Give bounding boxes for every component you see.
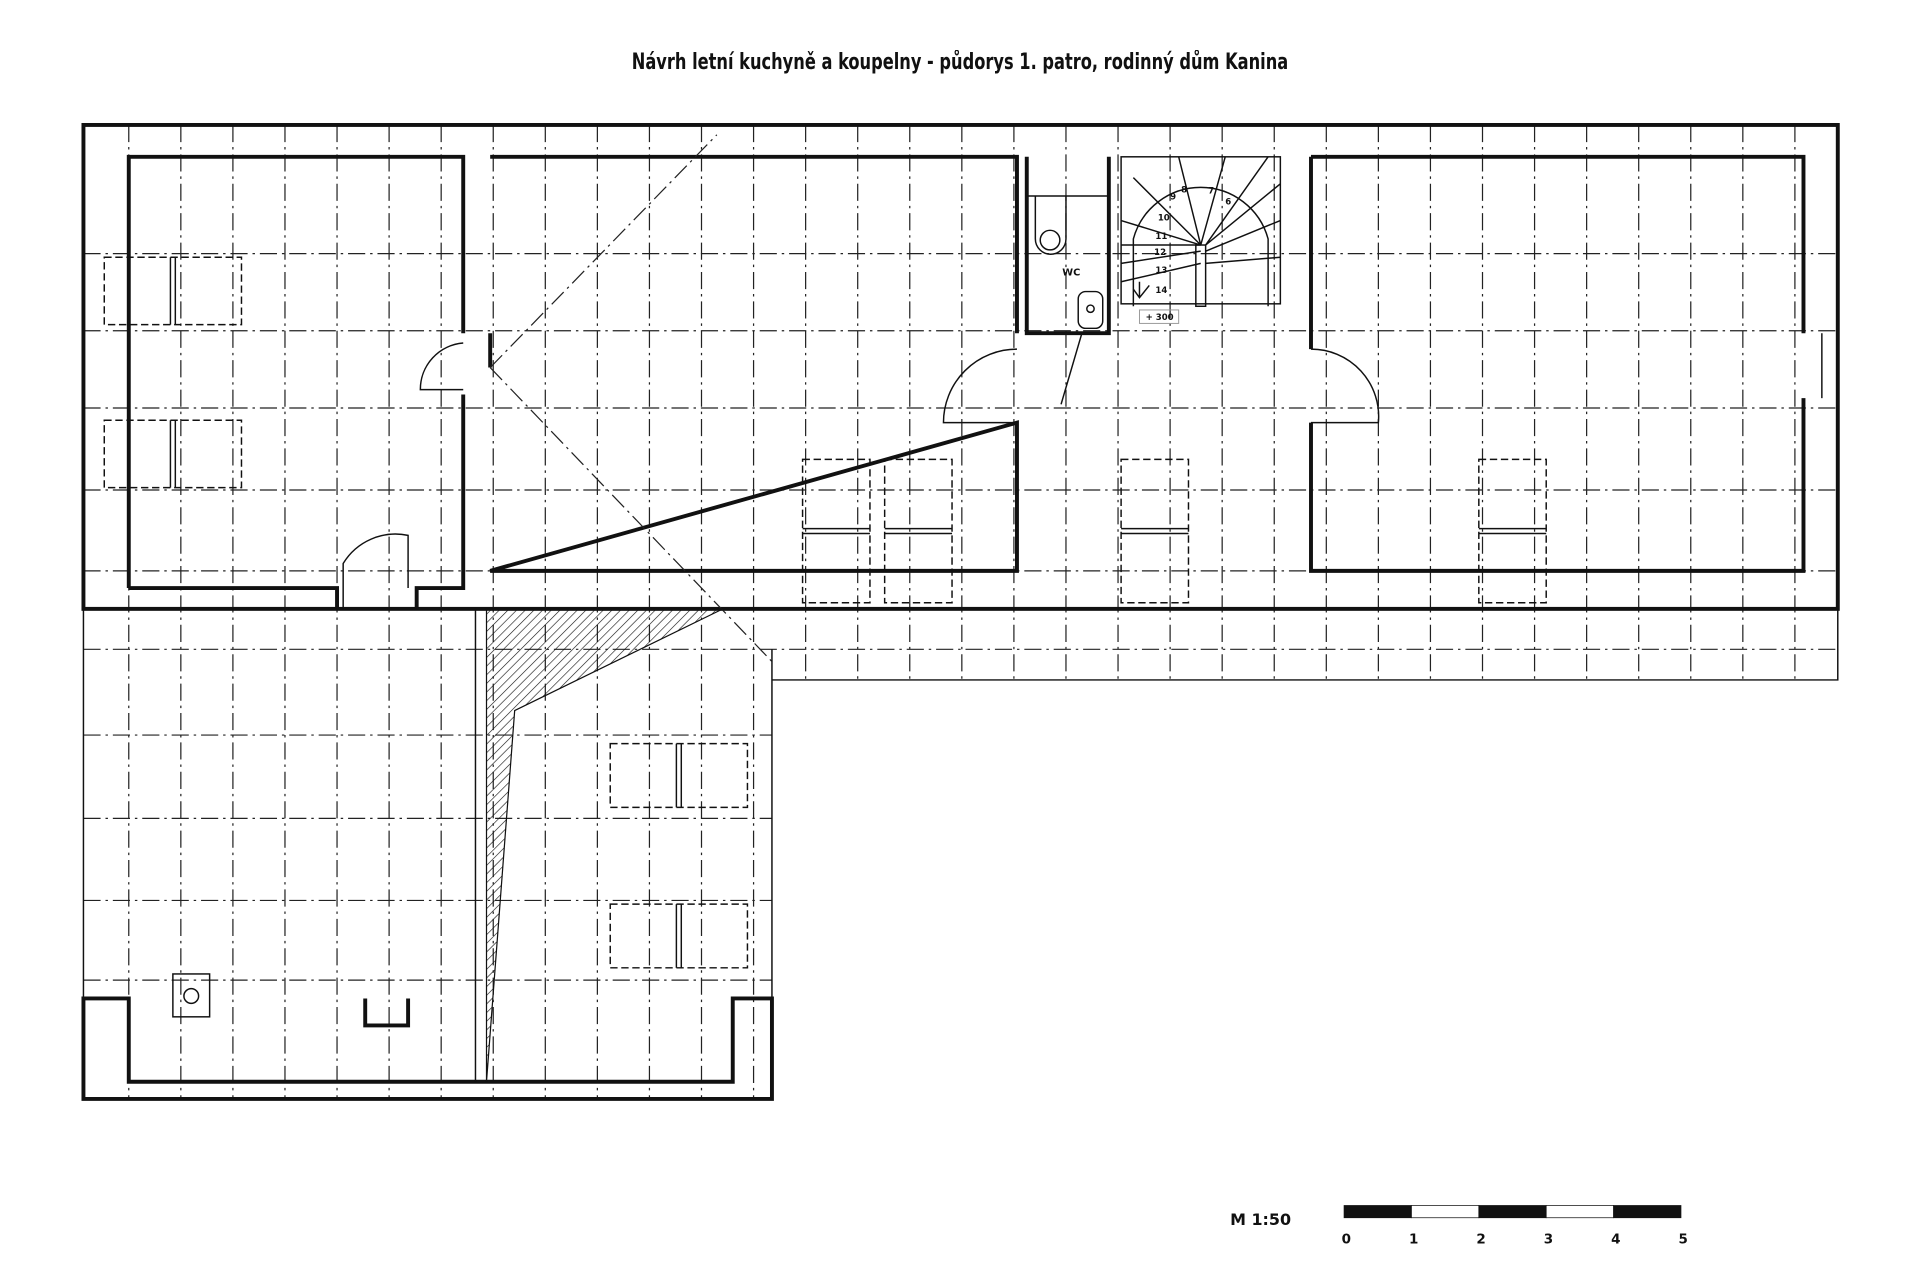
bed xyxy=(103,419,243,489)
scale-tick-label: 3 xyxy=(1544,1231,1553,1247)
bed xyxy=(609,903,749,969)
bottom-wall xyxy=(81,996,774,1101)
svg-text:14: 14 xyxy=(1155,286,1167,296)
wc-walls xyxy=(1024,156,1111,336)
scale-segment xyxy=(1613,1205,1682,1219)
scale-tick-label: 4 xyxy=(1611,1231,1620,1247)
scale-tick-label: 1 xyxy=(1409,1231,1418,1247)
door-middle xyxy=(942,348,1017,424)
svg-text:6: 6 xyxy=(1225,198,1231,208)
scale-segment xyxy=(1343,1205,1412,1219)
scale-tick-label: 5 xyxy=(1679,1231,1688,1247)
hip-lines xyxy=(489,134,773,662)
bed xyxy=(801,458,871,604)
scale-tick-label: 0 xyxy=(1342,1231,1351,1247)
sink-icon xyxy=(1077,290,1104,330)
scale-tick-label: 2 xyxy=(1476,1231,1485,1247)
wc-label: WC xyxy=(1062,268,1080,279)
door-bottom-left xyxy=(342,533,409,609)
outer-wall-upper xyxy=(81,122,1840,611)
bed xyxy=(103,256,243,326)
left-room-walls xyxy=(126,154,466,609)
scale-segment xyxy=(1478,1205,1547,1219)
bed xyxy=(1478,458,1547,604)
svg-text:10: 10 xyxy=(1158,214,1170,224)
beds xyxy=(103,256,1547,969)
svg-text:13: 13 xyxy=(1155,266,1167,276)
bed xyxy=(883,458,953,604)
outer-wall-lower xyxy=(82,608,1839,1100)
bed xyxy=(609,742,749,809)
chimney-niche xyxy=(363,998,411,1028)
toilet-icon xyxy=(1034,196,1067,255)
level-label: + 300 xyxy=(1146,313,1174,323)
scale-bar: 0 1 2 3 4 5 xyxy=(1342,1205,1688,1247)
svg-text:9: 9 xyxy=(1170,193,1176,203)
svg-text:12: 12 xyxy=(1154,248,1166,258)
scale-segment xyxy=(1545,1205,1614,1219)
door-left-room xyxy=(419,342,464,391)
svg-text:7: 7 xyxy=(1208,187,1214,197)
scale-label: M 1:50 xyxy=(1230,1210,1291,1229)
chimney-icon xyxy=(172,973,211,1018)
grid-lines xyxy=(83,124,1838,1099)
bed xyxy=(1120,458,1190,604)
door-wc xyxy=(1060,333,1083,405)
svg-text:8: 8 xyxy=(1181,185,1187,195)
middle-room-walls xyxy=(488,154,1019,573)
staircase: 6 7 8 9 10 11 12 13 14 + 300 xyxy=(1120,156,1282,324)
door-right xyxy=(1310,348,1380,424)
scale-segment xyxy=(1411,1205,1480,1219)
svg-text:11: 11 xyxy=(1155,232,1167,242)
hatched-roof-area xyxy=(485,608,724,1082)
drawing-title: Návrh letní kuchyně a koupelny - půdorys… xyxy=(631,50,1289,75)
right-room-walls xyxy=(1309,154,1806,573)
